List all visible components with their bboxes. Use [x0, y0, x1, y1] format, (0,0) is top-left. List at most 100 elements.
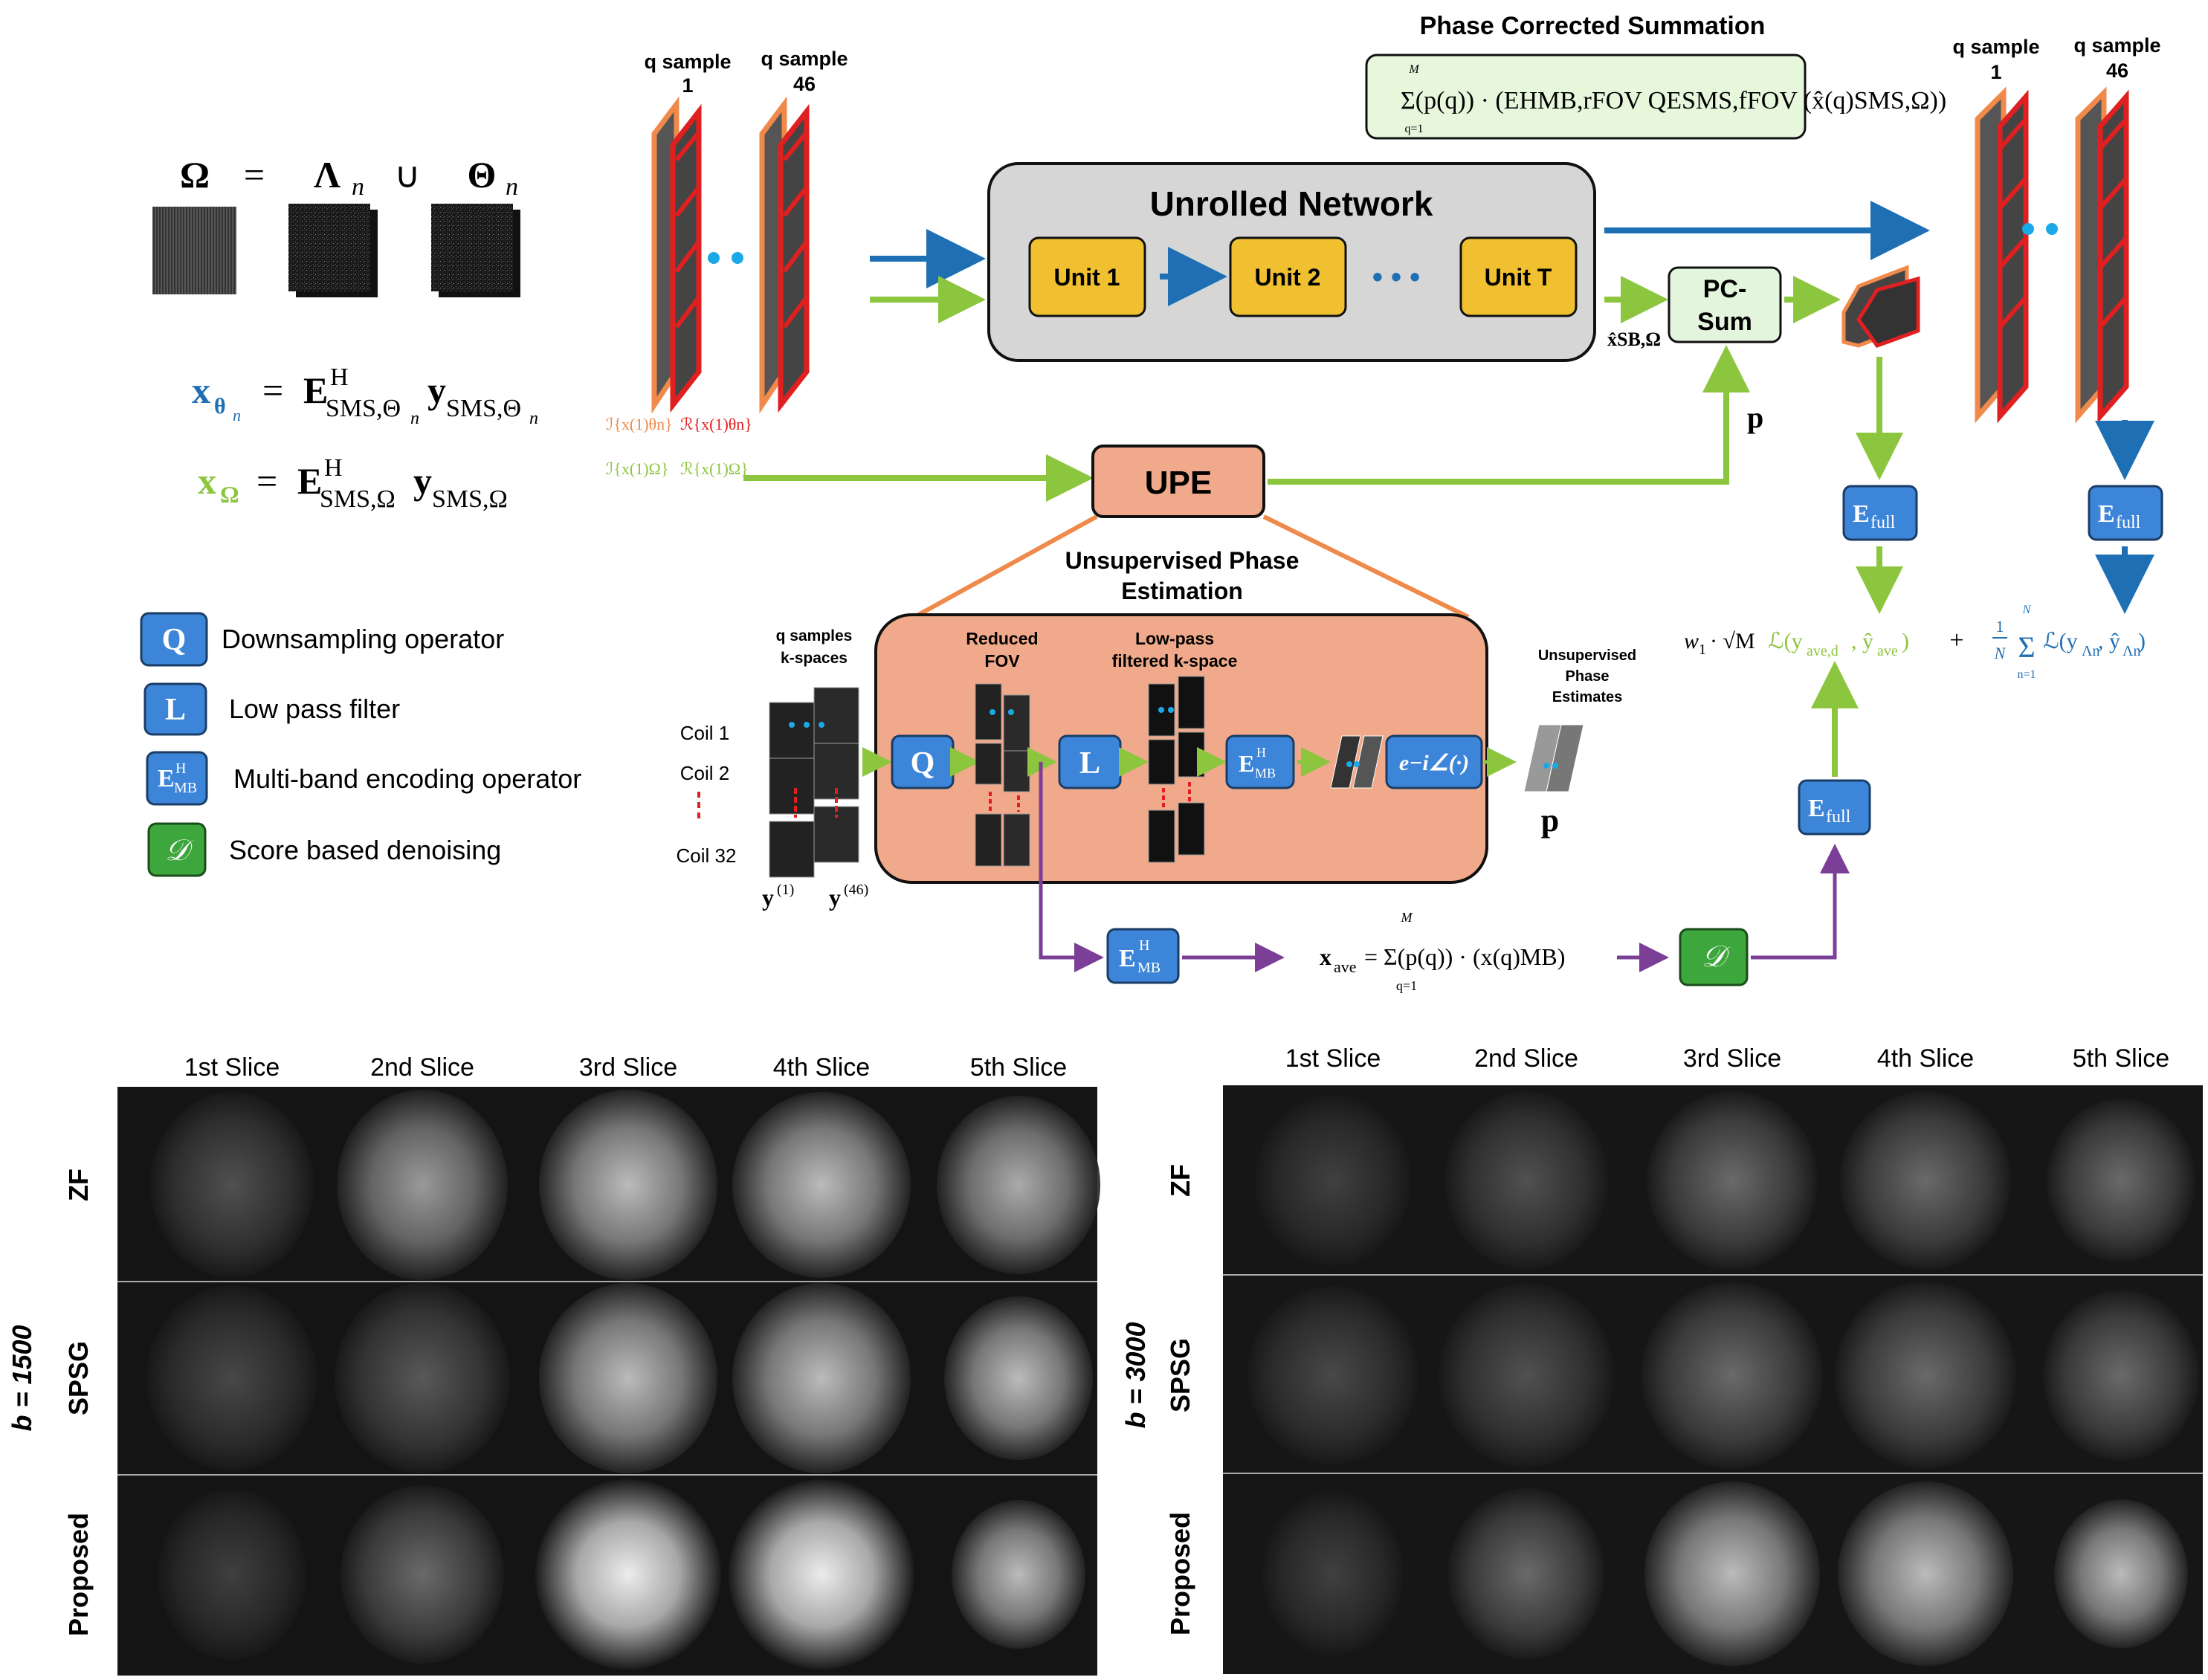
svg-text:q sample: q sample	[2073, 34, 2160, 56]
omega-equation: Ω = Λ n ∪ Θ n	[152, 154, 520, 297]
svg-text:H: H	[330, 364, 349, 391]
svg-text:Estimates: Estimates	[1552, 689, 1623, 705]
col-header: 2nd Slice	[1474, 1044, 1578, 1073]
equals-symbol: =	[244, 154, 265, 196]
svg-text:· √M: · √M	[1710, 629, 1755, 653]
equation-omega: x Ω = E H SMS,Ω y SMS,Ω	[198, 454, 508, 513]
row-label: Proposed	[63, 1513, 94, 1636]
svg-text:SMS,Ω: SMS,Ω	[432, 485, 508, 513]
svg-text:= Σ(p(q)) · (x(q)MB): = Σ(p(q)) · (x(q)MB)	[1364, 943, 1565, 970]
legend-l-label: Low pass filter	[229, 694, 400, 724]
svg-text:46: 46	[2106, 59, 2128, 82]
svg-text:1: 1	[1990, 61, 2001, 83]
svg-text:w: w	[1684, 629, 1699, 653]
upe-detail: q samples k-spaces Coil 1 Coil 2 Coil 32…	[677, 613, 1636, 911]
theta-symbol: Θ	[468, 154, 497, 196]
svg-text:(1): (1)	[777, 882, 794, 898]
svg-text:E: E	[2098, 500, 2115, 528]
svg-text:ℒ(y: ℒ(y	[2043, 629, 2078, 653]
svg-text:H: H	[1139, 937, 1149, 954]
svg-text:SMS,Ω: SMS,Ω	[320, 485, 396, 513]
unrolled-network: Unrolled Network Unit 1 Unit 2 • • • Uni…	[987, 162, 1596, 362]
unit-1	[1028, 236, 1146, 317]
svg-text:N: N	[1994, 644, 2007, 662]
loss-function: w 1 · √M ℒ(y ave,d , ŷ ave ) + 1 N N Σ n…	[1684, 604, 2146, 681]
svg-text:k-spaces: k-spaces	[781, 650, 848, 667]
svg-text:Coil 1: Coil 1	[680, 722, 729, 744]
col-header: 5th Slice	[970, 1053, 1067, 1082]
svg-text:MB: MB	[174, 780, 197, 796]
col-header: 1st Slice	[184, 1053, 280, 1082]
svg-text:N: N	[2022, 604, 2032, 616]
lambda-mask-image	[288, 204, 370, 291]
svg-text:Q: Q	[162, 623, 187, 657]
svg-text:full: full	[1870, 513, 1896, 532]
svg-text:q sample: q sample	[644, 51, 731, 73]
svg-text:E: E	[1239, 750, 1254, 777]
x-theta: x	[192, 369, 210, 411]
upe-block: UPE	[1091, 445, 1265, 518]
svg-text:q=1: q=1	[1396, 978, 1417, 993]
svg-text:M: M	[1401, 910, 1413, 925]
phase-operator	[1385, 734, 1483, 789]
svg-text:E: E	[1808, 795, 1825, 822]
legend-emb-box	[146, 751, 208, 806]
svg-text:SMS,Θ: SMS,Θ	[326, 395, 401, 422]
encoding-E: E	[303, 369, 328, 411]
svg-text:Unit T: Unit T	[1485, 264, 1552, 291]
svg-text:Estimation: Estimation	[1121, 578, 1243, 604]
svg-text:n: n	[410, 409, 419, 428]
unrolled-title: Unrolled Network	[1150, 184, 1433, 223]
svg-text:Ω: Ω	[220, 481, 239, 508]
p-label-top: p	[1747, 401, 1763, 434]
svg-text:MB: MB	[1255, 766, 1276, 781]
svg-text:Coil 32: Coil 32	[677, 844, 737, 867]
legend-d-box	[147, 822, 207, 877]
lambda-symbol: Λ	[314, 154, 340, 196]
col-header: 3rd Slice	[579, 1053, 677, 1082]
pc-sum-block: PC- Sum	[1668, 266, 1782, 343]
svg-text:H: H	[1256, 745, 1266, 760]
input-stacks: q sample 1 q sample 46 ℐ{x(1)θn} ℛ{x(1)θ…	[606, 48, 848, 478]
svg-text:1: 1	[1996, 617, 2004, 636]
svg-text:E: E	[1119, 945, 1136, 972]
bottom-emb: E H MB	[1106, 928, 1180, 984]
svg-text:): )	[2138, 629, 2146, 653]
svg-text:Σ: Σ	[2018, 630, 2035, 664]
col-header: 1st Slice	[1285, 1044, 1381, 1073]
svg-text:e−i∠(·): e−i∠(·)	[1399, 751, 1469, 775]
svg-text:(46): (46)	[844, 882, 868, 898]
row-label: SPSG	[1165, 1338, 1195, 1412]
legend-q-box	[140, 612, 208, 667]
svg-text:ave,d: ave,d	[1807, 643, 1839, 659]
svg-text:1: 1	[1699, 642, 1706, 658]
phase-sum-title: Phase Corrected Summation	[1420, 12, 1766, 40]
svg-text:46: 46	[793, 73, 816, 95]
denoiser-block: 𝒟	[1679, 928, 1749, 986]
legend-emb-label: Multi-band encoding operator	[233, 763, 581, 794]
efull-mid: E full	[1842, 485, 1918, 541]
efull-right: E full	[2088, 485, 2163, 541]
svg-text:n: n	[233, 406, 241, 424]
imag-theta-label: ℐ{x(1)θn}	[606, 415, 673, 433]
svg-text:PC-: PC-	[1703, 275, 1747, 303]
svg-text:1: 1	[682, 74, 693, 97]
svg-text:y: y	[829, 884, 841, 911]
svg-text:Unsupervised: Unsupervised	[1538, 647, 1636, 664]
svg-text:H: H	[324, 454, 343, 482]
x-omega: x	[198, 460, 216, 502]
row-label: SPSG	[63, 1341, 94, 1415]
union-symbol: ∪	[394, 156, 420, 196]
svg-text:Unsupervised Phase: Unsupervised Phase	[1065, 547, 1300, 574]
results-grid-b1500: 1st Slice 2nd Slice 3rd Slice 4th Slice …	[7, 1053, 1100, 1676]
svg-text:UPE: UPE	[1145, 465, 1212, 501]
unit-2	[1229, 236, 1347, 317]
phase-corrected-summation: Phase Corrected Summation M q=1 Σ(p(q)) …	[1365, 12, 1946, 140]
svg-text:H: H	[175, 760, 186, 777]
svg-text:q sample: q sample	[761, 48, 848, 70]
svg-text:+: +	[1949, 627, 1963, 654]
real-omega-label: ℛ{x(1)Ω}	[680, 459, 749, 478]
svg-text:L: L	[1079, 746, 1100, 781]
x-theta-sub: θ	[214, 394, 226, 419]
lambda-sub: n	[352, 173, 364, 201]
